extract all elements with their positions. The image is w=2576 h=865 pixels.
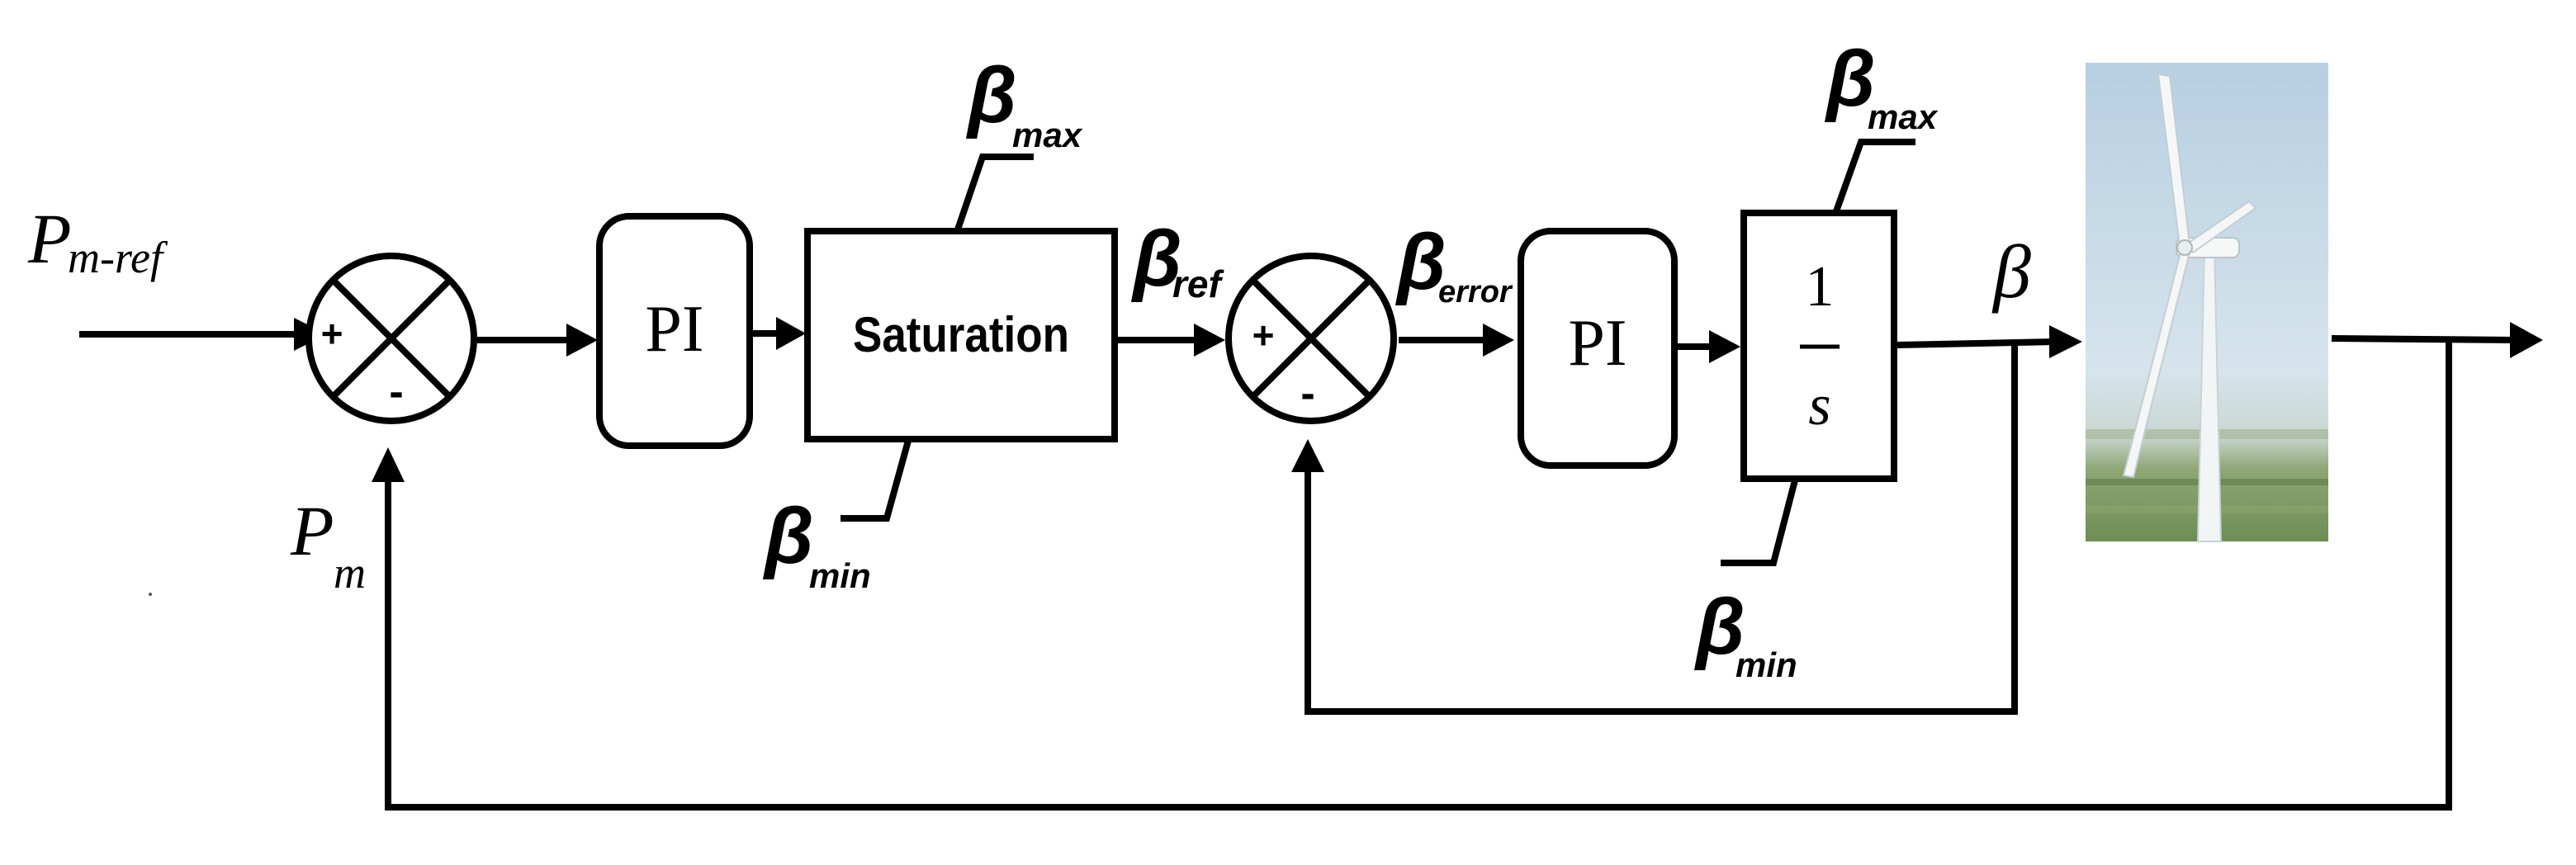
outer-feedback-line [385,340,2452,811]
integrator-beta-max-label: β max [1824,35,1939,136]
svg-text:β: β [762,492,814,580]
integrator-denominator: s [1808,374,1830,437]
svg-text:β: β [1693,583,1745,671]
saturation-beta-min-label: β min [762,492,871,595]
pi-block-2-label: PI [1568,307,1627,380]
sum1-plus-sign: + [321,312,343,355]
inner-feedback-arrowhead [1291,439,1324,472]
stray-dot [149,593,152,596]
saturation-block-label: Saturation [853,307,1069,362]
integrator-numerator: 1 [1806,255,1835,319]
inner-feedback-line [1305,343,2018,715]
wind-turbine-image [2086,63,2328,542]
integrator-to-turbine-line [1896,338,2057,348]
sum2-minus-sign: - [1300,370,1314,418]
turbine-hub [2176,239,2193,256]
outer-feedback-arrowhead [372,447,405,482]
integrator-to-turbine-arrowhead [2049,325,2082,358]
svg-text:P: P [27,199,72,278]
beta-error-label: β error [1395,218,1513,310]
output-arrowhead [2510,322,2543,358]
output-signal-line [2331,335,2519,343]
svg-text:m: m [334,548,366,598]
svg-text:max: max [1012,116,1083,154]
saturation-beta-max-label: β max [965,51,1083,154]
saturation-max-leader [954,154,1034,231]
svg-text:max: max [1868,97,1939,136]
pi-block-1 [596,213,753,449]
integrator-min-leader [1721,479,1798,566]
pi1-to-saturation-arrowhead [776,317,806,350]
saturation-to-sum2-arrowhead [1194,324,1225,357]
saturation-block [804,228,1118,442]
pi-block-1-label: PI [645,293,703,366]
svg-text:β: β [965,51,1017,139]
sum2-plus-sign: + [1252,314,1275,357]
pi-block-2 [1518,228,1678,469]
sum1-to-pi1-arrowhead [566,324,598,357]
svg-text:min: min [809,556,871,595]
pi2-to-integrator-arrowhead [1709,330,1740,363]
svg-text:β: β [1130,215,1182,303]
svg-text:ref: ref [1172,262,1224,305]
beta-output-label: β [1991,229,2031,314]
saturation-min-leader [841,439,912,522]
summing-junction-1 [305,253,477,424]
svg-text:m-ref: m-ref [68,233,168,282]
svg-text:min: min [1735,645,1797,684]
svg-text:β: β [1395,218,1447,306]
sum1-minus-sign: - [389,368,403,416]
feedback-label-pm: P m [290,491,366,598]
integrator-beta-min-label: β min [1693,583,1797,684]
svg-text:β: β [1824,35,1876,123]
svg-text:error: error [1438,275,1513,310]
sum2-to-pi2-arrowhead [1483,324,1514,357]
summing-junction-2 [1225,253,1397,424]
integrator-max-leader [1833,139,1915,213]
input-label-pm-ref: P m-ref [27,199,168,282]
beta-ref-label: β ref [1130,215,1224,305]
svg-text:P: P [290,491,334,570]
